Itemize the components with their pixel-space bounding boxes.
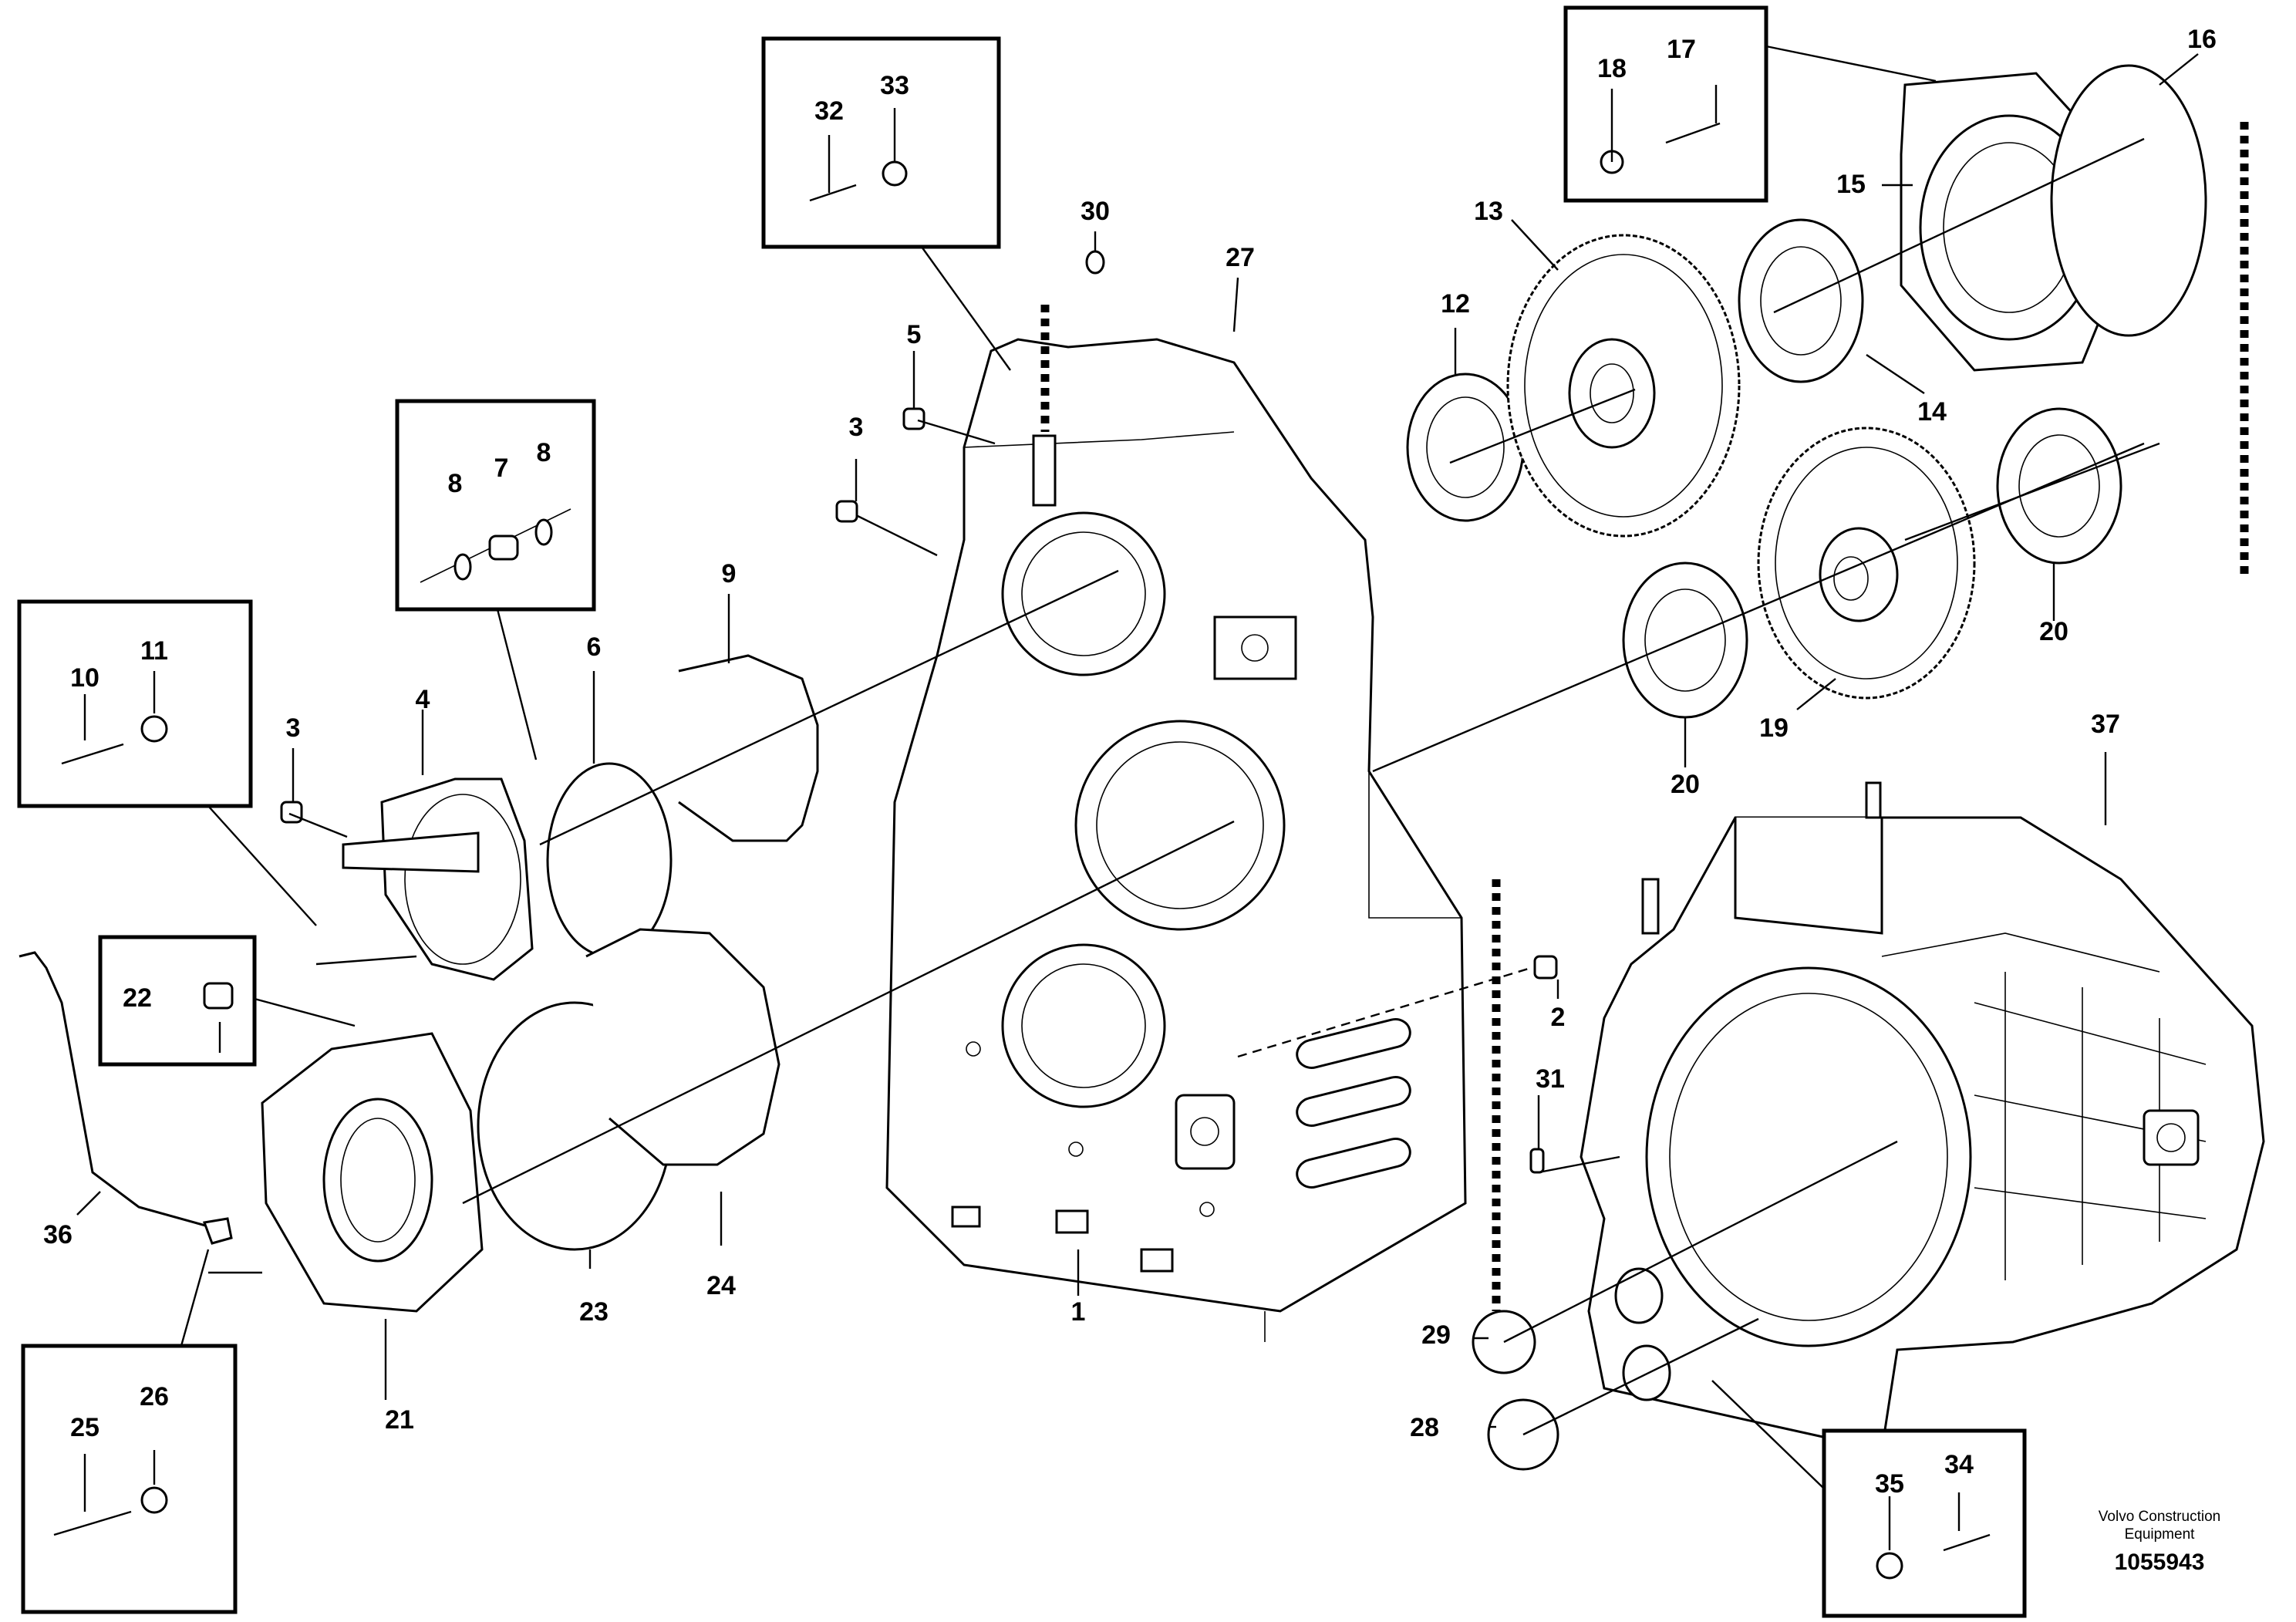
leader-lines — [76, 53, 2199, 1428]
label-29: 29 — [1421, 1320, 1451, 1350]
label-24: 24 — [706, 1271, 736, 1300]
gasket-16 — [2050, 64, 2207, 337]
plug-2 — [1533, 955, 1558, 980]
label-7: 7 — [494, 454, 509, 483]
snap-ring-9 — [678, 654, 819, 842]
bearing-12 — [1406, 373, 1525, 522]
label-1: 1 — [1071, 1297, 1086, 1327]
label-8-right: 8 — [537, 438, 551, 467]
label-25: 25 — [70, 1413, 99, 1442]
label-26: 26 — [140, 1382, 169, 1411]
label-20-lower: 20 — [1671, 770, 1700, 799]
label-15: 15 — [1836, 170, 1866, 199]
label-19: 19 — [1759, 713, 1789, 743]
label-12: 12 — [1441, 289, 1470, 319]
label-16: 16 — [2187, 25, 2217, 54]
dowel-31 — [1529, 1148, 1545, 1174]
part-labels: 1 2 3 3 4 5 6 7 8 8 9 10 11 12 13 14 15 … — [43, 25, 2217, 1499]
bearing-20-upper — [1996, 407, 2122, 565]
label-8-left: 8 — [448, 469, 463, 498]
label-2: 2 — [1551, 1003, 1566, 1032]
label-20-upper: 20 — [2039, 617, 2068, 646]
label-22: 22 — [123, 983, 152, 1013]
label-4: 4 — [416, 685, 430, 714]
bearing-20-lower — [1622, 561, 1748, 719]
label-36: 36 — [43, 1220, 72, 1249]
credit-block: Volvo Construction Equipment 1055943 — [2099, 1509, 2220, 1575]
label-34: 34 — [1944, 1450, 1974, 1479]
label-30: 30 — [1081, 197, 1110, 226]
label-6: 6 — [587, 632, 602, 662]
label-35: 35 — [1875, 1469, 1904, 1499]
label-3-upper: 3 — [849, 413, 864, 442]
detail-box-34-35 — [1711, 1380, 2027, 1618]
credit-line-2: Equipment — [2125, 1526, 2196, 1543]
label-14: 14 — [1917, 397, 1947, 427]
label-32: 32 — [814, 96, 844, 126]
gear-19 — [1757, 427, 1976, 700]
plug-3-lower — [280, 801, 303, 824]
detail-box-32-33 — [761, 36, 1011, 371]
label-21: 21 — [385, 1405, 414, 1435]
label-9: 9 — [722, 559, 737, 588]
label-23: 23 — [579, 1297, 609, 1327]
plug-5 — [902, 407, 925, 430]
label-13: 13 — [1474, 197, 1503, 226]
gearbox-housing — [885, 338, 1467, 1342]
credit-line-1: Volvo Construction — [2099, 1509, 2220, 1525]
oil-pipe-36 — [19, 951, 233, 1245]
detail-box-10-11 — [17, 599, 317, 926]
label-17: 17 — [1667, 35, 1696, 64]
explosion-lines — [208, 137, 2160, 1436]
plug-3-upper — [835, 500, 858, 523]
label-33: 33 — [880, 71, 909, 100]
detail-box-22 — [98, 935, 356, 1067]
snap-ring-24 — [585, 928, 781, 1166]
detail-box-7-8 — [395, 399, 596, 760]
transmission-case — [1580, 781, 2265, 1452]
cover-4 — [342, 777, 534, 981]
label-11: 11 — [140, 636, 168, 666]
label-27: 27 — [1226, 243, 1255, 272]
label-31: 31 — [1536, 1064, 1565, 1094]
dashed-brackets — [1040, 122, 2249, 1311]
gear-13 — [1506, 234, 1741, 538]
o-ring-6 — [546, 762, 673, 958]
document-number: 1055943 — [2115, 1549, 2205, 1575]
detail-box-25-26 — [21, 1249, 238, 1614]
label-10: 10 — [70, 663, 99, 693]
label-3-lower: 3 — [286, 713, 301, 743]
cover-21 — [261, 1032, 484, 1313]
label-18: 18 — [1597, 54, 1627, 83]
o-ring-30 — [1085, 250, 1105, 275]
detail-box-17-18 — [1563, 5, 1937, 203]
bearing-14 — [1738, 218, 1864, 383]
label-5: 5 — [907, 320, 922, 349]
label-28: 28 — [1410, 1413, 1439, 1442]
label-37: 37 — [2091, 710, 2120, 739]
